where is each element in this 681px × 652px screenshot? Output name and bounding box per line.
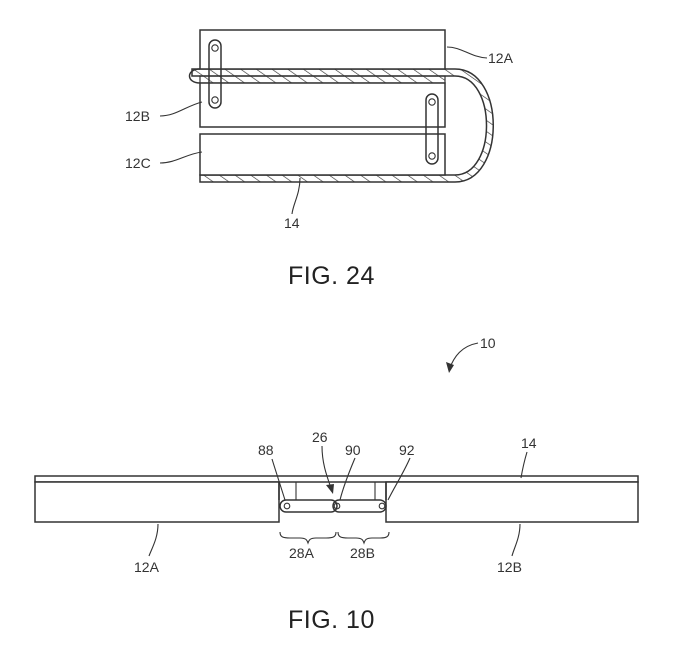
fig10-arrow-head <box>446 362 454 373</box>
fig10-panel-12b <box>385 481 639 523</box>
fig24-label-12a: 12A <box>488 50 514 66</box>
fig24-panel-12a <box>199 29 446 70</box>
fig10-panel-12a <box>34 481 280 523</box>
fig10-label-10: 10 <box>480 335 496 351</box>
fig10-hinge-recess <box>278 482 387 500</box>
fig10-label-12a: 12A <box>134 559 160 575</box>
fig24-hinge-band <box>199 75 446 84</box>
fig10-label-14: 14 <box>521 435 537 451</box>
fig10-bracket-28a <box>279 531 337 545</box>
fig10-caption: FIG. 10 <box>288 606 375 634</box>
fig10-label-92: 92 <box>399 442 415 458</box>
fig10-link-right <box>332 499 387 513</box>
fig24-left-link <box>208 39 222 109</box>
fig10-label-26: 26 <box>312 429 328 445</box>
fig10-label-88: 88 <box>258 442 274 458</box>
fig10-arrow-26 <box>326 484 334 494</box>
fig10-link-left <box>279 499 338 513</box>
fig24-label-12b: 12B <box>125 108 150 124</box>
fig24-panel-12c <box>199 133 446 176</box>
fig10-bracket-28b <box>337 531 390 545</box>
fig24-cover-14 <box>191 68 494 183</box>
fig10-cover-14 <box>34 475 639 483</box>
fig24-right-link <box>425 93 439 165</box>
fig10-drawing <box>34 342 639 557</box>
fig10-label-90: 90 <box>345 442 361 458</box>
fig24-drawing <box>159 29 494 215</box>
fig10-label-12b: 12B <box>497 559 522 575</box>
fig24-caption: FIG. 24 <box>288 262 375 290</box>
fig24-label-12c: 12C <box>125 155 151 171</box>
fig10-label-28a: 28A <box>289 545 315 561</box>
fig24-panel-12b <box>199 82 446 128</box>
fig24-left-end <box>188 68 201 84</box>
fig10-label-28b: 28B <box>350 545 375 561</box>
fig24-label-14: 14 <box>284 215 300 231</box>
